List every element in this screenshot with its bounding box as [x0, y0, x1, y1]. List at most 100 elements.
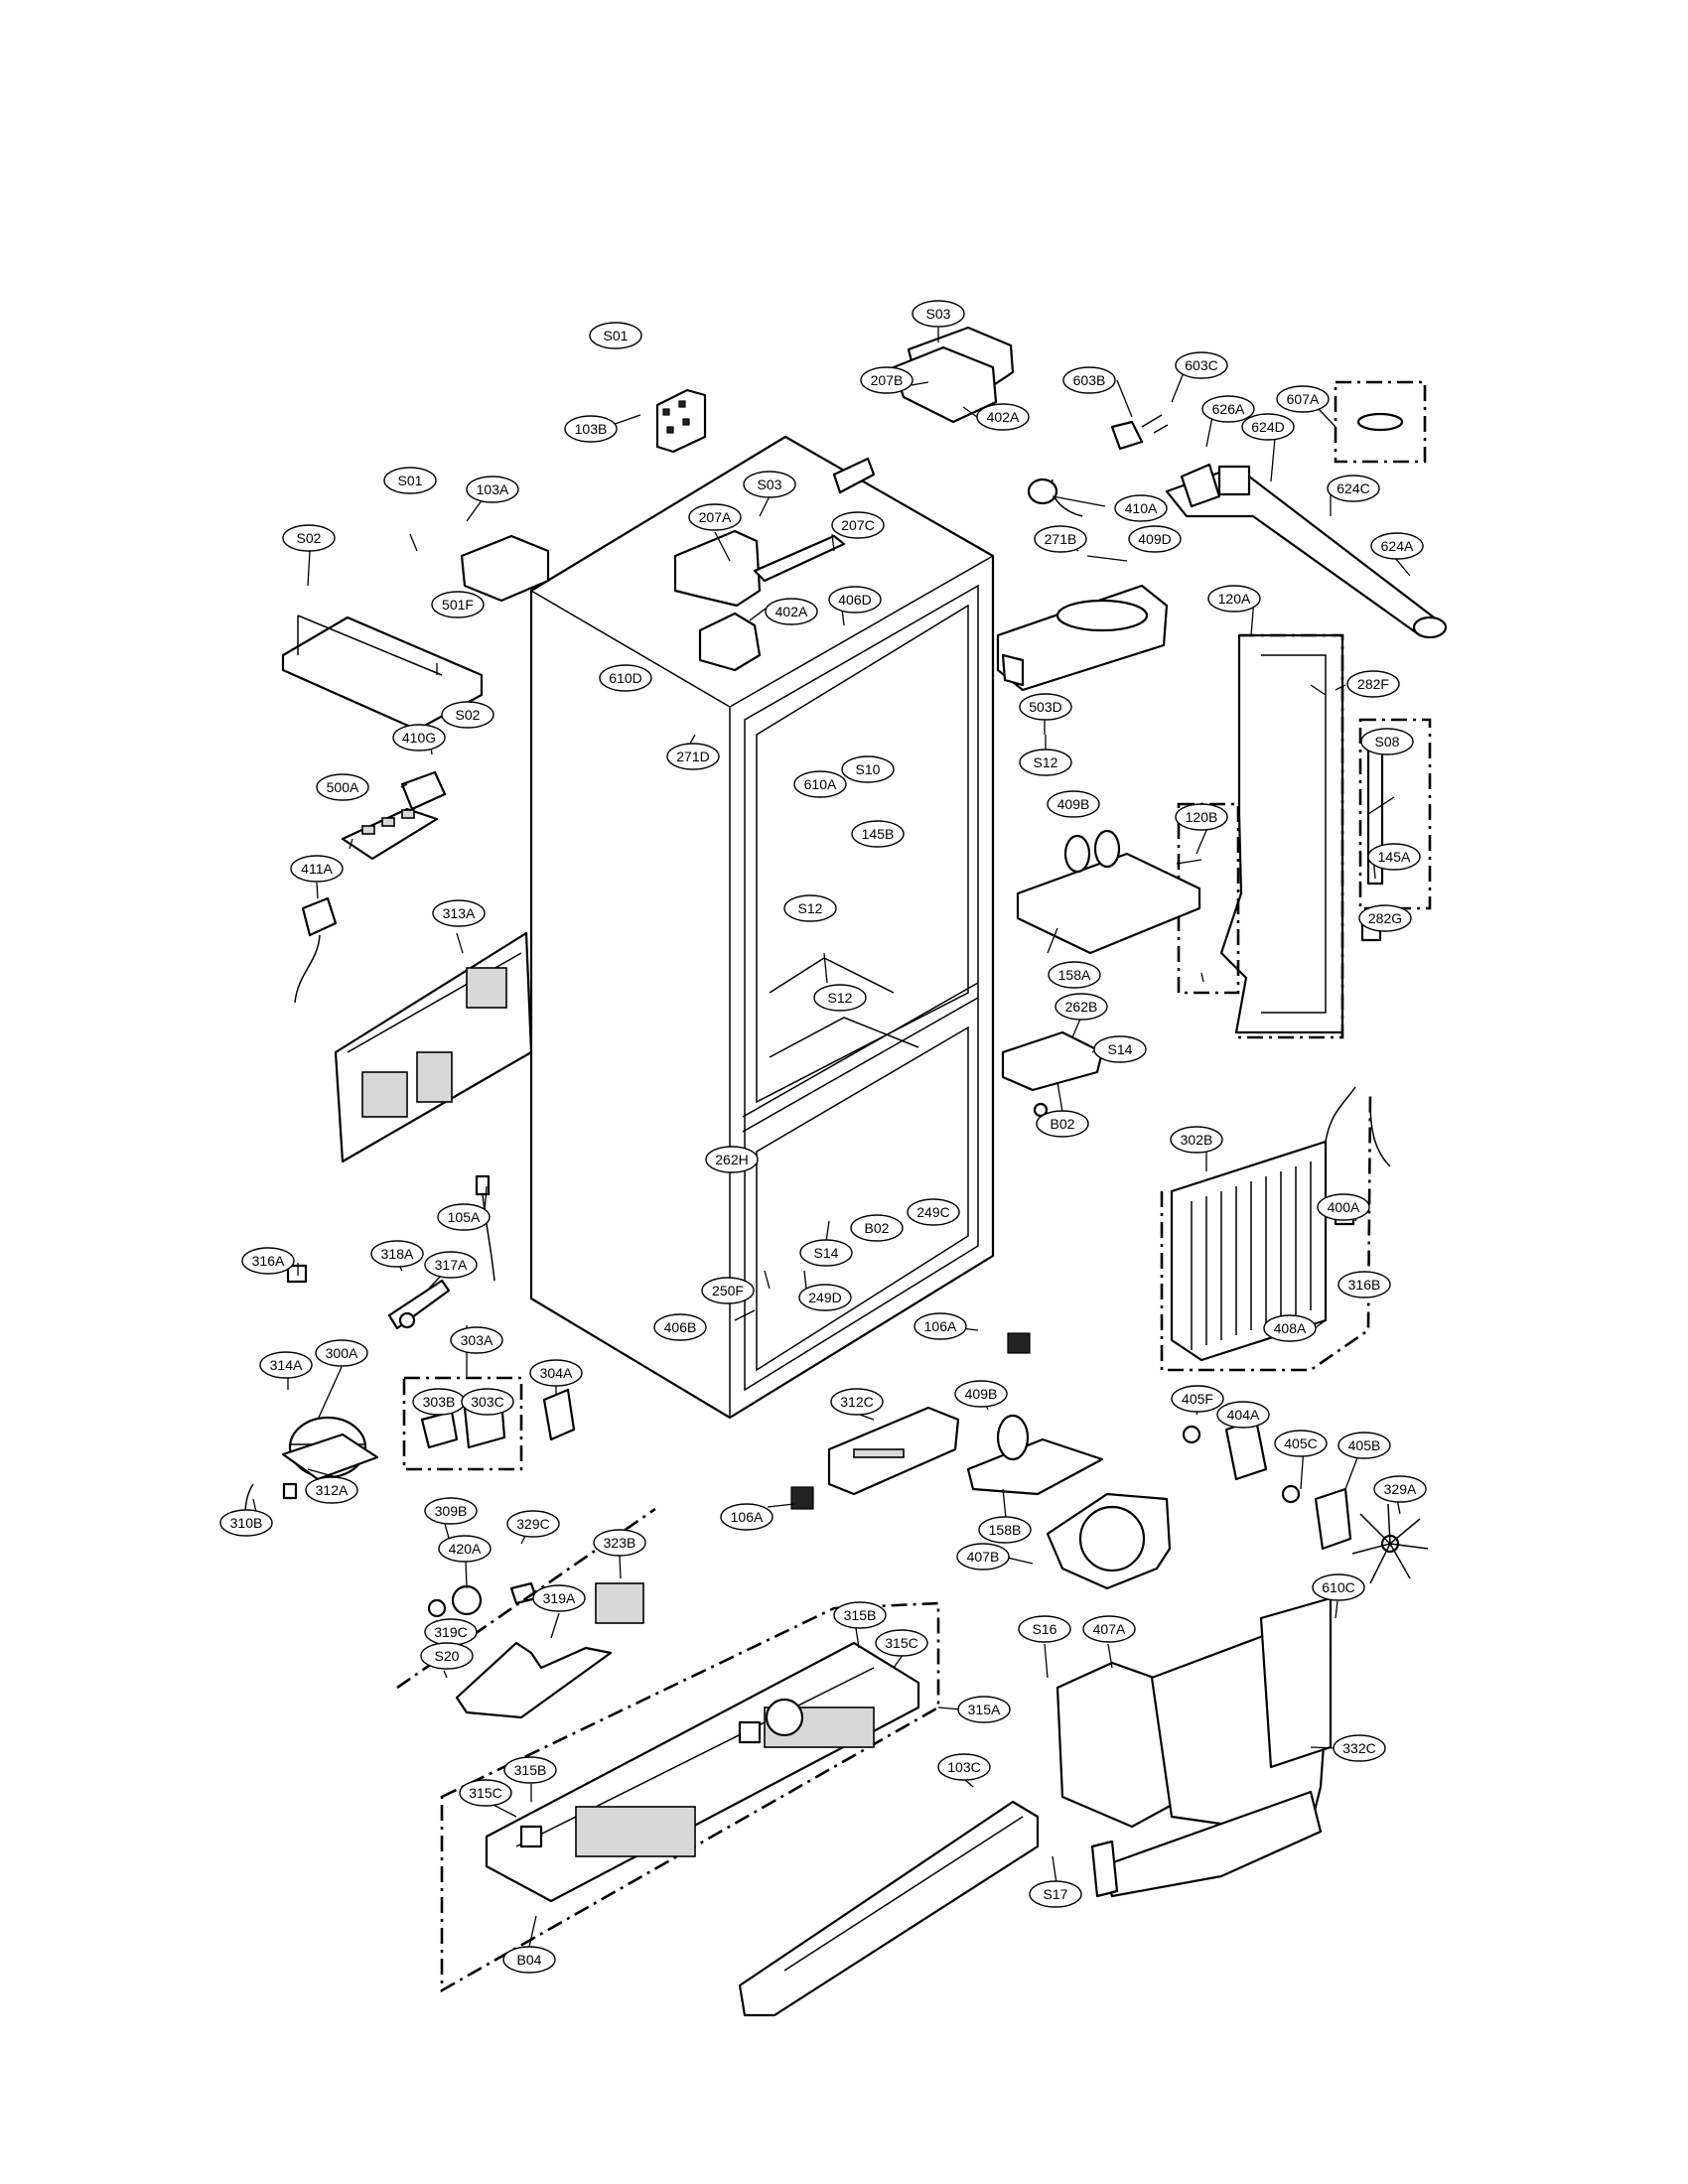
part-number-label: 313A — [443, 905, 476, 921]
callout-s17: S17 — [1029, 1880, 1082, 1908]
part-number-label: 312A — [316, 1482, 349, 1498]
part-number-label: 315B — [844, 1607, 877, 1623]
callout-402a-b: 402A — [765, 598, 818, 625]
callout-329c: 329C — [506, 1510, 560, 1538]
callout-ellipse — [1047, 790, 1100, 818]
part-number-label: S02 — [456, 707, 481, 723]
left-upper-parts — [281, 614, 484, 1004]
callout-120a: 120A — [1207, 585, 1261, 613]
callout-ellipse — [259, 1351, 313, 1379]
callout-282f: 282F — [1346, 670, 1400, 698]
callout-ellipse — [830, 1388, 884, 1416]
part-number-label: S01 — [398, 473, 423, 488]
part-number-label: 410A — [1125, 500, 1158, 516]
callout-ellipse — [441, 701, 494, 729]
callout-ellipse — [1337, 1271, 1391, 1298]
part-number-label: 319A — [543, 1590, 576, 1606]
callout-ellipse — [438, 1535, 492, 1563]
callout-ellipse — [799, 1239, 853, 1267]
part-number-label: 207B — [871, 372, 904, 388]
part-number-label: 145A — [1378, 849, 1411, 865]
part-number-label: 405C — [1284, 1435, 1317, 1451]
callout-207a: 207A — [688, 503, 742, 531]
callout-315b-a: 315B — [833, 1601, 887, 1629]
callout-ellipse — [1128, 525, 1182, 553]
callout-410a: 410A — [1114, 494, 1168, 522]
callout-ellipse — [532, 1584, 586, 1612]
callout-ellipse — [431, 591, 485, 618]
part-number-label: 103C — [947, 1759, 980, 1775]
callout-ellipse — [316, 773, 369, 801]
part-number-label: S10 — [856, 761, 881, 777]
callout-ellipse — [688, 503, 742, 531]
callout-310b: 310B — [219, 1509, 273, 1537]
callout-303a: 303A — [450, 1326, 503, 1354]
callout-ellipse — [1036, 1110, 1089, 1138]
callout-106a-b: 106A — [720, 1503, 774, 1531]
part-number-label: 626A — [1212, 401, 1245, 417]
callout-624a: 624A — [1370, 532, 1424, 560]
part-number-label: 402A — [775, 604, 808, 619]
callout-ellipse — [860, 366, 914, 394]
callout-610a: 610A — [793, 770, 847, 798]
part-number-label: 409B — [965, 1386, 998, 1402]
callout-ellipse — [1082, 1615, 1136, 1643]
callout-400a: 400A — [1317, 1193, 1370, 1221]
callout-s16: S16 — [1018, 1615, 1071, 1643]
part-number-label: 300A — [326, 1345, 358, 1361]
part-number-label: 500A — [327, 779, 359, 795]
part-number-label: 329A — [1384, 1481, 1417, 1497]
callout-s14-a: S14 — [1093, 1035, 1147, 1063]
callout-323b: 323B — [593, 1529, 646, 1557]
part-number-label: 250F — [712, 1283, 744, 1298]
part-number-label: 315B — [514, 1762, 547, 1778]
callout-ellipse — [1019, 749, 1072, 776]
evaporator-fins — [1191, 1161, 1312, 1350]
callout-103c: 103C — [937, 1753, 991, 1781]
part-number-label: 106A — [731, 1509, 764, 1525]
callout-318a: 318A — [370, 1240, 424, 1268]
callout-145a: 145A — [1367, 843, 1421, 871]
callout-406d: 406D — [828, 586, 882, 614]
part-number-label: 158B — [989, 1522, 1022, 1538]
callout-404a: 404A — [1216, 1401, 1270, 1429]
callout-ellipse — [831, 511, 885, 539]
callout-ellipse — [1029, 1880, 1082, 1908]
callout-ellipse — [976, 403, 1030, 431]
callout-250f: 250F — [701, 1277, 755, 1304]
callout-603b: 603B — [1062, 366, 1116, 394]
callout-303c: 303C — [461, 1388, 514, 1416]
part-number-label: 406B — [664, 1319, 697, 1335]
part-number-label: 603B — [1073, 372, 1106, 388]
callout-302b: 302B — [1170, 1126, 1223, 1154]
callout-262b: 262B — [1055, 993, 1108, 1021]
callout-s02-b: S02 — [441, 701, 494, 729]
callout-249d: 249D — [798, 1284, 852, 1311]
part-number-label: 405F — [1182, 1391, 1213, 1407]
callout-316b: 316B — [1337, 1271, 1391, 1298]
part-number-label: B02 — [1051, 1116, 1075, 1132]
callout-319c: 319C — [424, 1618, 478, 1646]
part-number-label: 400A — [1328, 1199, 1360, 1215]
callout-ellipse — [914, 1312, 967, 1340]
callout-ellipse — [1312, 1573, 1365, 1601]
callout-b02-b: B02 — [850, 1214, 904, 1242]
part-number-label: 315C — [885, 1635, 917, 1651]
callout-ellipse — [907, 1198, 960, 1226]
callout-ellipse — [450, 1326, 503, 1354]
callout-319a: 319A — [532, 1584, 586, 1612]
callout-ellipse — [1373, 1475, 1427, 1503]
callout-420a: 420A — [438, 1535, 492, 1563]
part-number-label: 405B — [1348, 1437, 1381, 1453]
callout-ellipse — [937, 1753, 991, 1781]
callout-ellipse — [1175, 351, 1228, 379]
callout-315b-b: 315B — [503, 1756, 557, 1784]
part-number-label: 282G — [1368, 910, 1402, 926]
callout-603c: 603C — [1175, 351, 1228, 379]
callout-ellipse — [954, 1380, 1008, 1408]
callout-304a: 304A — [529, 1359, 583, 1387]
part-number-label: 410G — [402, 730, 436, 746]
callout-271d: 271D — [666, 743, 720, 770]
callout-b02-a: B02 — [1036, 1110, 1089, 1138]
callout-309b: 309B — [424, 1497, 478, 1525]
